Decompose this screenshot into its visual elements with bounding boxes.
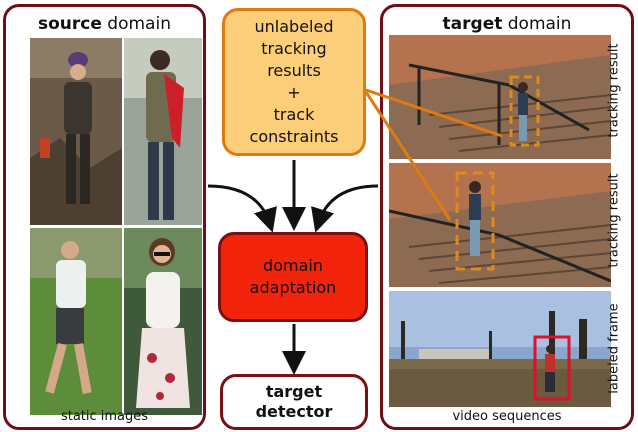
source-photo-woman [124, 228, 202, 415]
source-domain-caption: static images [60, 409, 149, 424]
target-detector-box: target detector [220, 374, 368, 430]
domain-adaptation-box: domain adaptation [218, 232, 368, 322]
frame-label-3: labeled frame [606, 303, 622, 394]
source-photo-runner [30, 228, 122, 415]
source-photo-hiker [30, 38, 122, 225]
arrow-from-target [311, 184, 379, 233]
source-domain-panel: source domain [3, 4, 206, 430]
target-domain-caption: video sequences [452, 409, 562, 424]
target-domain-panel: target domain [380, 4, 634, 430]
frame-label-2: tracking result [606, 173, 622, 268]
source-domain-title: source domain [38, 14, 171, 34]
source-photo-walker [124, 38, 202, 225]
tracking-frame-2 [389, 163, 611, 287]
unlabeled-tracking-results-box: unlabeled tracking results + track const… [222, 8, 366, 156]
arrow-from-source [207, 184, 277, 233]
labeled-frame [389, 291, 611, 407]
target-domain-title: target domain [442, 14, 572, 34]
tracking-frame-1 [389, 35, 611, 159]
frame-label-1: tracking result [606, 43, 622, 138]
